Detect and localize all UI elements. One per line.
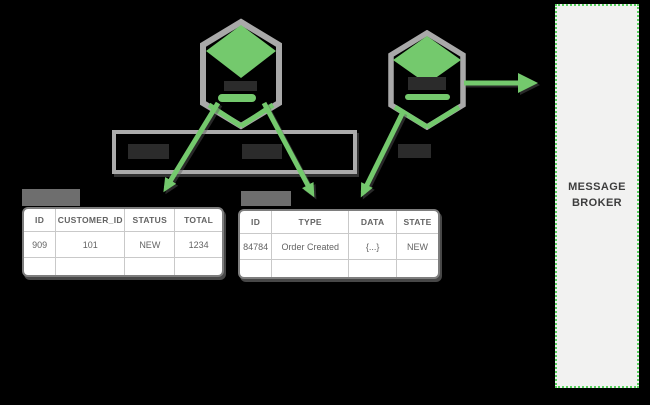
column-header: STATE [396, 211, 438, 234]
service-name-block [224, 81, 257, 91]
table-cell [124, 257, 176, 275]
column-header: CUSTOMER_ID [55, 209, 126, 232]
green-text-bar-icon [405, 94, 450, 100]
column-header: ID [24, 209, 57, 232]
message-broker-label: MESSAGE BROKER [568, 180, 626, 212]
message-broker-panel: MESSAGE BROKER [555, 4, 639, 388]
transaction-label-block-right [242, 144, 282, 159]
column-header: DATA [348, 211, 398, 234]
hexagon-bottom-edge [207, 102, 243, 129]
hexagon-bottom-edge [425, 104, 461, 130]
hexagon-bottom-edge [393, 104, 429, 130]
table-cell [24, 257, 57, 275]
table-cell [397, 260, 438, 277]
table-cell: 84784 [240, 233, 273, 261]
table-cell [271, 259, 350, 277]
transaction-box [112, 130, 357, 174]
table-cell: 101 [55, 231, 126, 259]
table-cell [348, 259, 398, 277]
message-broker-label-line1: MESSAGE [568, 181, 626, 194]
column-header: ID [240, 211, 273, 234]
hexagon-bottom-edge [239, 102, 275, 129]
order-table-title-tab [22, 189, 80, 206]
green-diamond-icon [393, 36, 461, 84]
table-cell: NEW [124, 231, 176, 259]
outbox-table-title-tab [241, 191, 291, 206]
table-cell: NEW [396, 233, 438, 261]
transaction-label-block-left [128, 144, 169, 159]
column-header: STATUS [124, 209, 176, 232]
table-cell: Order Created [271, 233, 350, 261]
message-relay-hexagon-icon [388, 30, 466, 130]
table-cell: {...} [348, 233, 398, 261]
table-cell [240, 259, 273, 277]
column-header: TYPE [271, 211, 350, 234]
green-diamond-icon [206, 25, 276, 78]
table-cell [175, 258, 222, 275]
column-header: TOTAL [174, 209, 222, 232]
table-row [240, 259, 438, 277]
green-bar-icon [218, 94, 256, 102]
message-broker-label-line2: BROKER [571, 197, 623, 209]
table-cell: 909 [24, 231, 57, 259]
relay-query-label-block [398, 144, 431, 158]
table-row [24, 257, 222, 275]
table-cell [55, 257, 126, 275]
order-service-hexagon-icon [200, 18, 282, 130]
table-cell: 1234 [174, 231, 222, 259]
service-name-block [408, 77, 446, 90]
